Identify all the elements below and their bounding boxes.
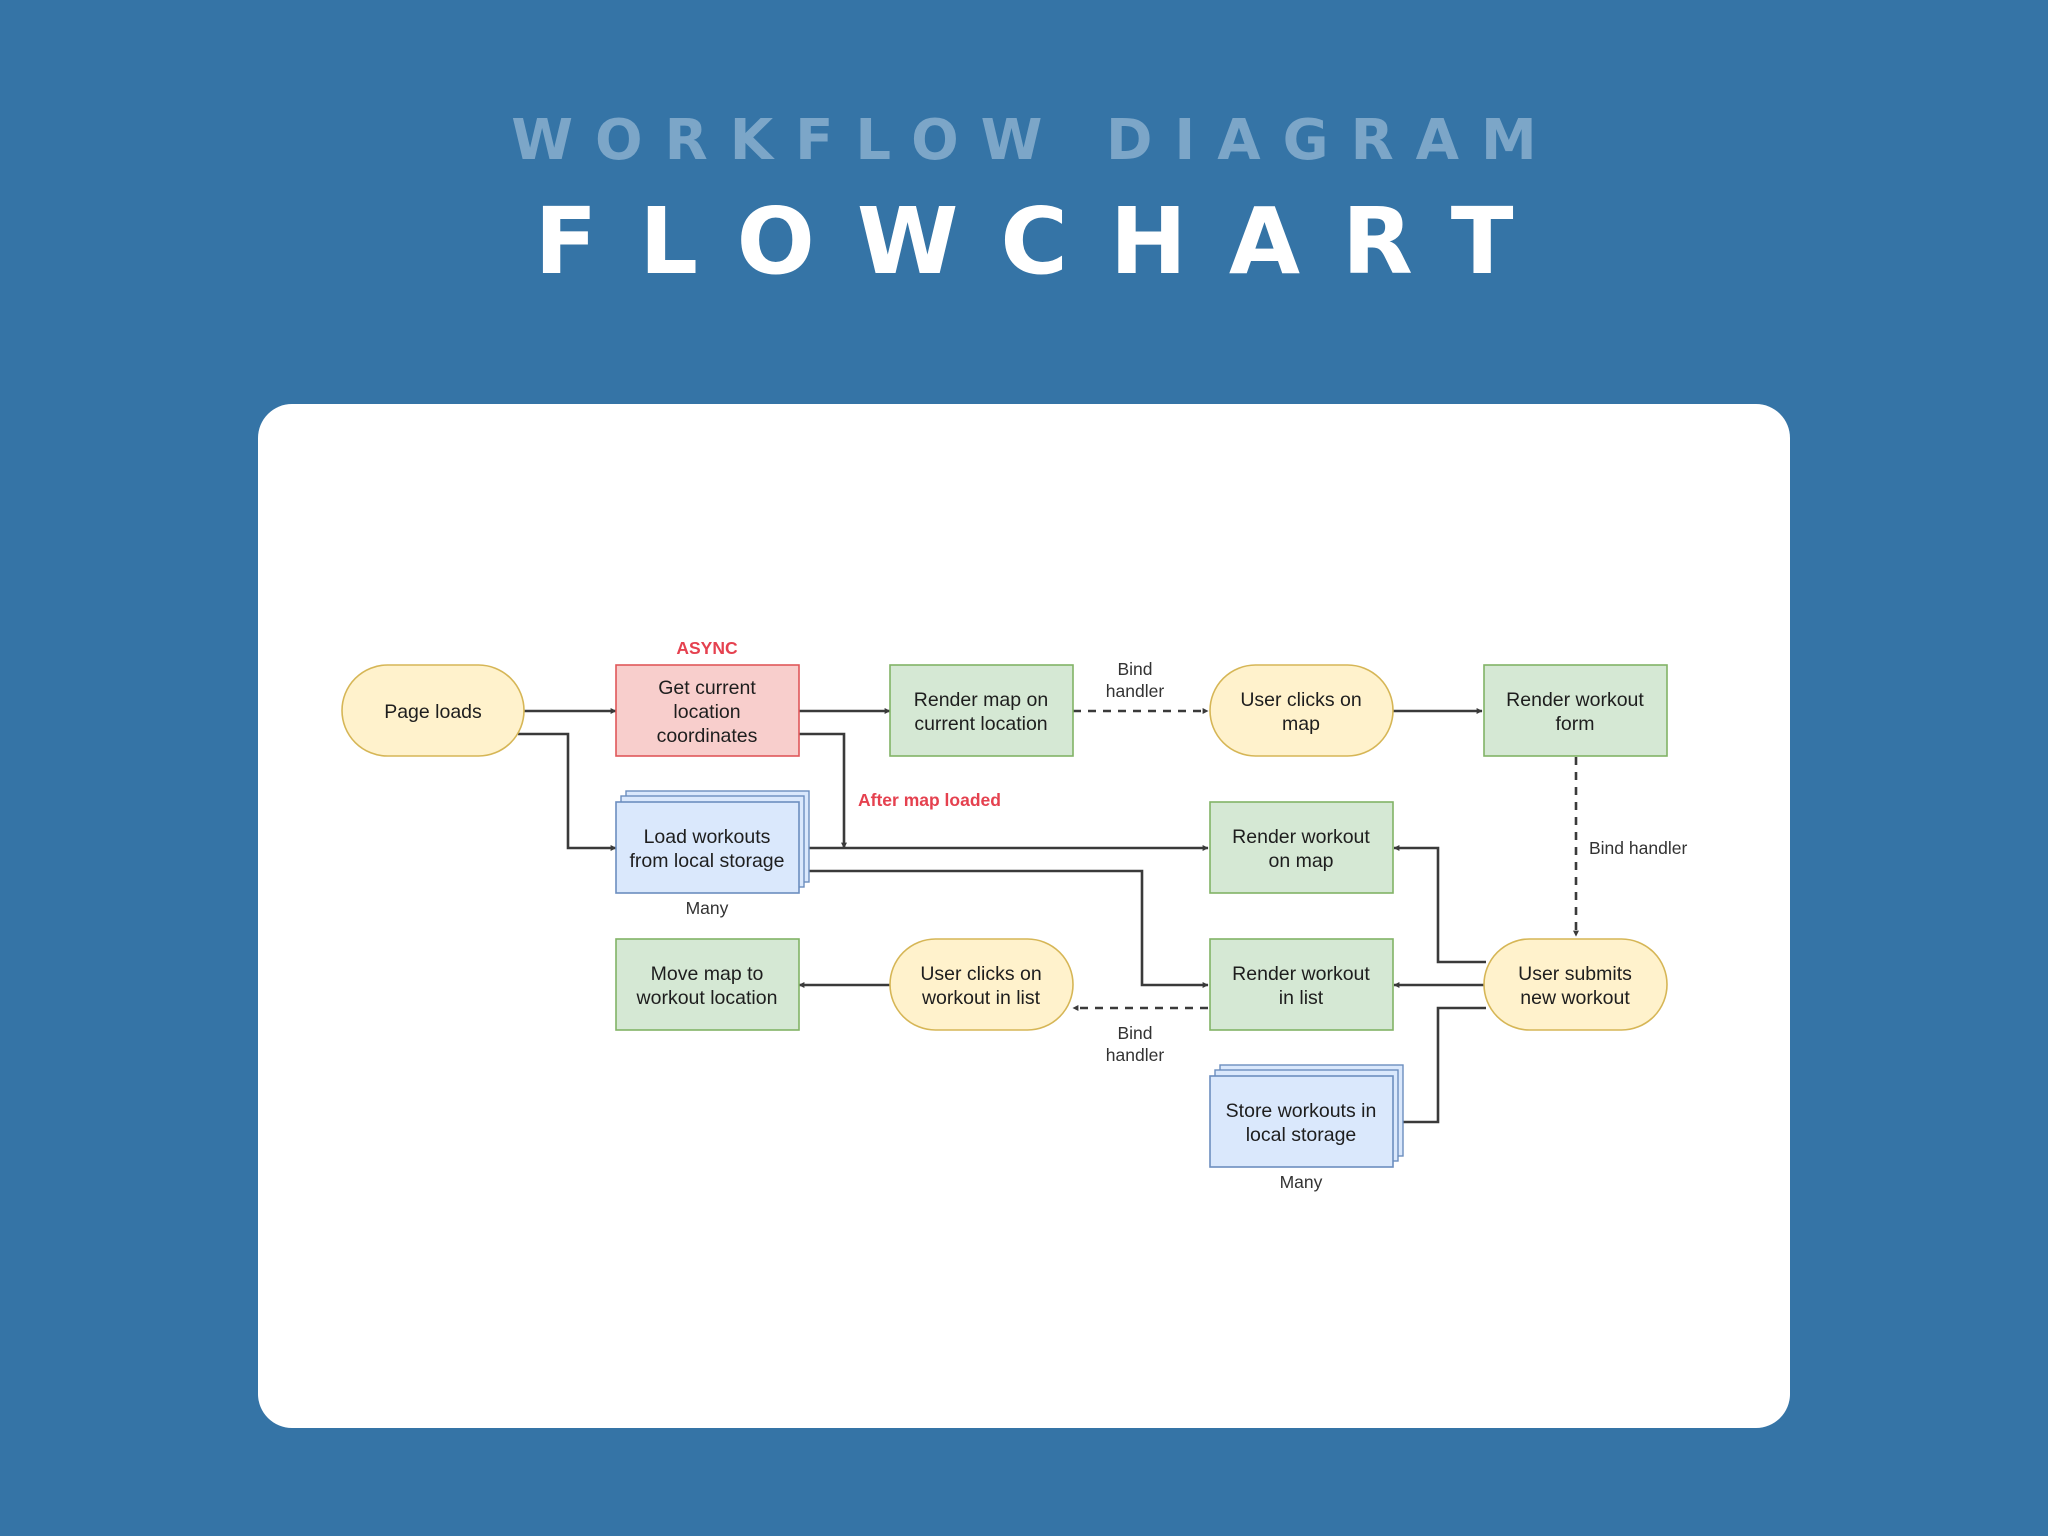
node-user-submits-line2: new workout [1520, 987, 1630, 1009]
node-user-clicks-map-line1: User clicks on [1240, 689, 1361, 711]
label-bind-handler-map-line1: Bind [1117, 659, 1152, 679]
node-user-clicks-map-line2: map [1282, 713, 1320, 735]
node-render-map-line2: current location [914, 713, 1047, 735]
node-render-map: Render map on current location [889, 664, 1074, 757]
node-store-workouts-line2: local storage [1246, 1124, 1357, 1146]
node-store-workouts-note: Many [1280, 1172, 1323, 1192]
node-user-clicks-list-line1: User clicks on [920, 963, 1041, 985]
edge-labels: Bind handler Bind handler Bind handler A… [858, 659, 1687, 1065]
node-move-map-line1: Move map to [651, 963, 764, 985]
async-tag: ASYNC [676, 638, 738, 658]
node-page-loads-line1: Page loads [384, 701, 482, 723]
edge-load-workouts-to-render-in-list [799, 869, 1209, 988]
node-render-workout-map-line1: Render workout [1232, 826, 1370, 848]
header-subtitle: WORKFLOW DIAGRAM [511, 108, 1559, 173]
node-store-workouts-line1: Store workouts in [1226, 1100, 1377, 1122]
node-move-map-line2: workout location [636, 987, 778, 1009]
node-move-map: Move map to workout location [615, 938, 800, 1031]
node-load-workouts: Load workouts from local storage Many [615, 790, 810, 918]
node-load-workouts-line1: Load workouts [644, 826, 771, 848]
node-get-location: ASYNC Get current location coordinates [615, 638, 800, 757]
label-after-map-loaded: After map loaded [858, 790, 1001, 810]
node-load-workouts-note: Many [686, 898, 729, 918]
edge-user-submits-to-render-on-map [1393, 845, 1486, 964]
edge-user-submits-to-store-workouts [1397, 1006, 1486, 1125]
header-title: FLOWCHART [534, 188, 1556, 295]
node-store-workouts: Store workouts in local storage Many [1209, 1064, 1404, 1192]
node-render-map-line1: Render map on [914, 689, 1048, 711]
node-user-clicks-list: User clicks on workout in list [889, 938, 1074, 1031]
edge-get-location-after-map-loaded [799, 732, 847, 849]
node-load-workouts-line2: from local storage [630, 850, 785, 872]
node-render-workout-map-line2: on map [1268, 850, 1333, 872]
node-render-workout-map: Render workout on map [1209, 801, 1394, 894]
node-user-submits: User submits new workout [1483, 938, 1668, 1031]
label-bind-handler-list-line2: handler [1106, 1045, 1165, 1065]
node-user-submits-line1: User submits [1518, 963, 1632, 985]
node-user-clicks-map: User clicks on map [1209, 664, 1394, 757]
node-render-form-line1: Render workout [1506, 689, 1644, 711]
node-render-workout-list-line1: Render workout [1232, 963, 1370, 985]
node-page-loads: Page loads [341, 664, 525, 757]
label-bind-handler-map-line2: handler [1106, 681, 1165, 701]
label-bind-handler-form: Bind handler [1589, 838, 1687, 858]
node-render-form-line2: form [1556, 713, 1595, 735]
node-get-location-line2: location [673, 701, 740, 723]
node-render-workout-list-line2: in list [1279, 987, 1324, 1009]
diagram-card [258, 404, 1790, 1428]
node-get-location-line3: coordinates [657, 725, 758, 747]
node-get-location-line1: Get current [658, 677, 756, 699]
node-render-form: Render workout form [1483, 664, 1668, 757]
edge-page-loads-to-load-workouts [518, 732, 617, 851]
label-bind-handler-list-line1: Bind [1117, 1023, 1152, 1043]
edges [518, 708, 1579, 1125]
node-user-clicks-list-line2: workout in list [921, 987, 1041, 1009]
node-render-workout-list: Render workout in list [1209, 938, 1394, 1031]
